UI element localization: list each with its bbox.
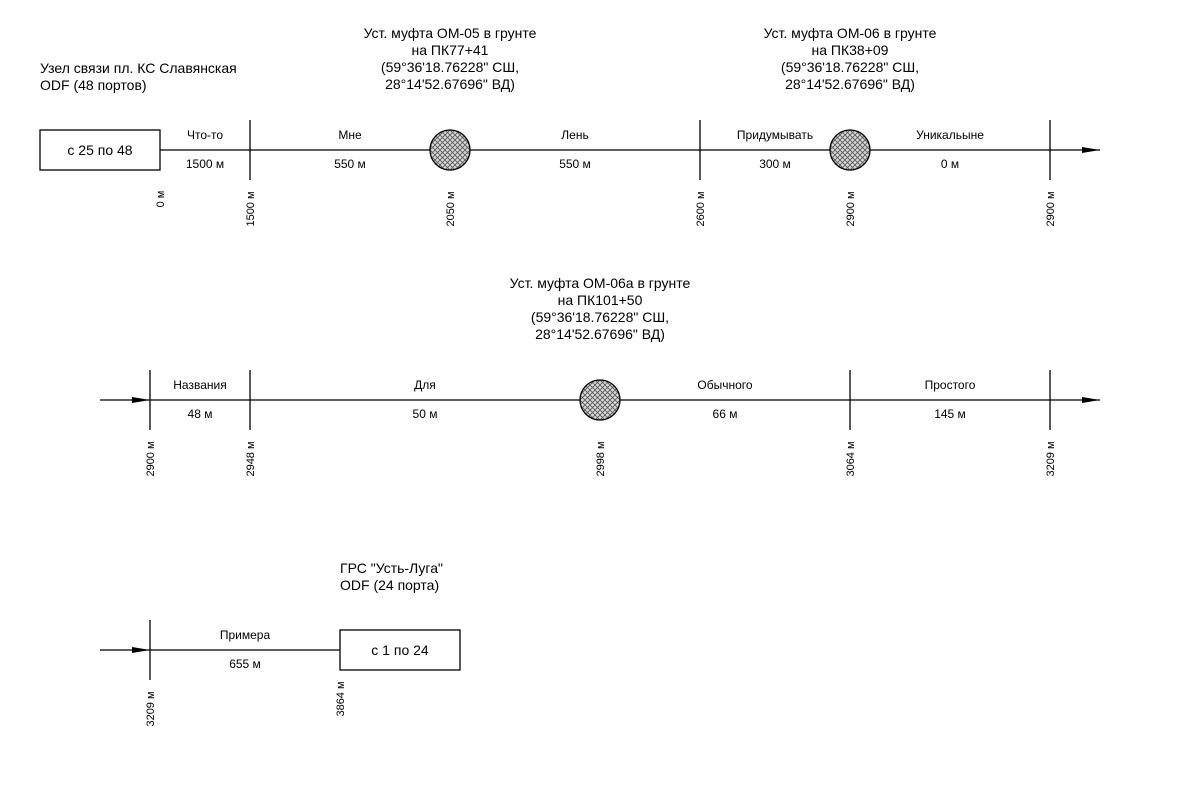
segment-length: 66 м	[713, 407, 738, 421]
distance-label: 1500 м	[245, 191, 257, 226]
distance-label: 2050 м	[445, 191, 457, 226]
coupling-title-line: на ПК77+41	[412, 42, 489, 58]
distance-label: 2600 м	[695, 191, 707, 226]
segment-length: 1500 м	[186, 157, 224, 171]
segment-name: Что-то	[187, 128, 223, 142]
distance-label: 3209 м	[145, 691, 157, 726]
distance-label: 2900 м	[1045, 191, 1057, 226]
segment-name: Уникальыне	[916, 128, 984, 142]
coupling-title-line: на ПК101+50	[558, 292, 643, 308]
incoming-arrow-icon	[132, 397, 150, 403]
segment-name: Простого	[925, 378, 976, 392]
distance-label: 2948 м	[245, 441, 257, 476]
odf-box-start	[39, 129, 161, 171]
odf-box-end	[339, 629, 461, 671]
segment-length: 0 м	[941, 157, 959, 171]
coupling-title-line: 28°14'52.67696" ВД)	[535, 326, 665, 342]
distance-label: 2998 м	[595, 441, 607, 476]
segment-name: Лень	[561, 128, 588, 142]
segment-name: Придумывать	[737, 128, 813, 142]
segment-length: 48 м	[188, 407, 213, 421]
odf-box-label: с 25 по 48	[67, 142, 132, 158]
distance-label: 3209 м	[1045, 441, 1057, 476]
coupling-title-line: Уст. муфта ОМ-06а в грунте	[510, 275, 691, 291]
segment-length: 50 м	[413, 407, 438, 421]
coupling-title-line: Уст. муфта ОМ-06 в грунте	[764, 25, 937, 41]
segment-name: Примера	[220, 628, 271, 642]
route-row-3: 3209 м Примера 655 м с 1 по 24 ГРС "Усть-Луг…	[100, 560, 461, 727]
odf-title-line: ГРС "Усть-Луга"	[340, 560, 443, 576]
odf-title-line: ODF (48 портов)	[40, 77, 147, 93]
segment-length: 300 м	[759, 157, 791, 171]
distance-label: 3064 м	[845, 441, 857, 476]
coupling-title-line: 28°14'52.67696" ВД)	[385, 76, 515, 92]
segment-name: Обычного	[697, 378, 752, 392]
odf-box-label: с 1 по 24	[371, 642, 429, 658]
coupling-title-line: Уст. муфта ОМ-05 в грунте	[364, 25, 537, 41]
splice-coupling-icon	[429, 129, 471, 171]
splice-coupling-icon	[829, 129, 871, 171]
segment-length: 655 м	[229, 657, 261, 671]
segment-length: 550 м	[334, 157, 366, 171]
segment-name: Для	[414, 378, 436, 392]
distance-label: 2900 м	[145, 441, 157, 476]
coupling-title-line: (59°36'18.76228" СШ,	[781, 59, 919, 75]
segment-length: 550 м	[559, 157, 591, 171]
coupling-title-line: (59°36'18.76228" СШ,	[531, 309, 669, 325]
route-row-2: 2900 м Названия 48 м Для 50 м Обычного 66 м Про…	[100, 275, 1100, 477]
coupling-title-line: 28°14'52.67696" ВД)	[785, 76, 915, 92]
distance-label: 0 м	[155, 191, 167, 208]
route-row-1: с 25 по 48 Узел связи пл. КС СлавянскаяOD…	[39, 25, 1100, 227]
coupling-title-line: на ПК38+09	[812, 42, 889, 58]
segment-name: Названия	[173, 378, 226, 392]
distance-label: 2900 м	[845, 191, 857, 226]
coupling-title-line: (59°36'18.76228" СШ,	[381, 59, 519, 75]
segment-name: Мне	[338, 128, 362, 142]
odf-title-line: Узел связи пл. КС Славянская	[40, 60, 237, 76]
segment-length: 145 м	[934, 407, 966, 421]
continue-arrow-icon	[1082, 147, 1100, 153]
continue-arrow-icon	[1082, 397, 1100, 403]
incoming-arrow-icon	[132, 647, 150, 653]
odf-title-line: ODF (24 порта)	[340, 577, 439, 593]
splice-coupling-icon	[579, 379, 621, 421]
distance-label: 3864 м	[335, 681, 347, 716]
